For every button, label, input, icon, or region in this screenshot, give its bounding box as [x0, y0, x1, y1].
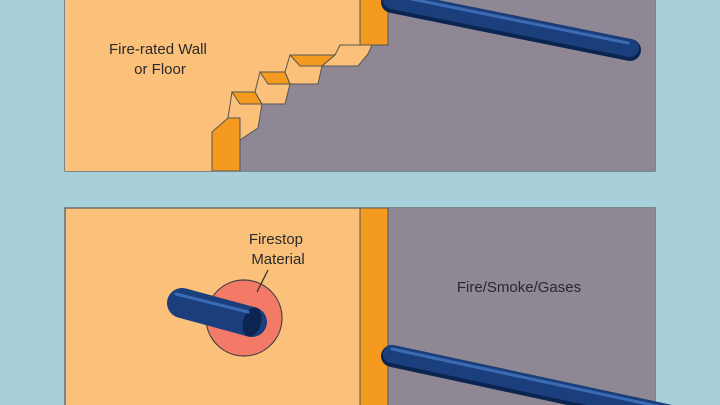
pipe-icon [167, 288, 267, 337]
pipe-end-cap [242, 307, 262, 337]
firestop-label: Firestop Material [249, 231, 307, 268]
top-pipe-highlight [409, 0, 630, 45]
fracture-step-1 [211, 117, 241, 172]
wall-label-line-1: Fire-rated Wall [109, 41, 207, 58]
wall-label-line-2: or Floor [134, 61, 186, 78]
bottom-left-pipe [167, 288, 267, 337]
top-wall-fill [65, 0, 360, 171]
bottom-right-pipe [381, 345, 672, 405]
bottom-panel: Firestop Material Fire/Smoke/Gases [64, 207, 672, 405]
top-pipe [381, 0, 641, 61]
firestop-label-line-1: Firestop [249, 231, 303, 248]
smoke-label: Fire/Smoke/Gases [457, 279, 581, 296]
firestop-leader-line [256, 269, 269, 293]
top-panel: Fire-rated Wall or Floor [64, 0, 656, 172]
top-wall-edge [359, 0, 389, 46]
pipe-icon [383, 0, 639, 57]
fracture-step-8 [320, 44, 373, 67]
wall-label: Fire-rated Wall or Floor [109, 41, 211, 78]
bottom-left-pipe-highlight [174, 292, 250, 314]
top-fracture-steps [211, 44, 373, 172]
pipe-icon [383, 345, 672, 405]
bottom-wall-edge [359, 207, 389, 405]
bottom-right-pipe-highlight [390, 347, 660, 405]
firestop-label-line-2: Material [251, 251, 304, 268]
